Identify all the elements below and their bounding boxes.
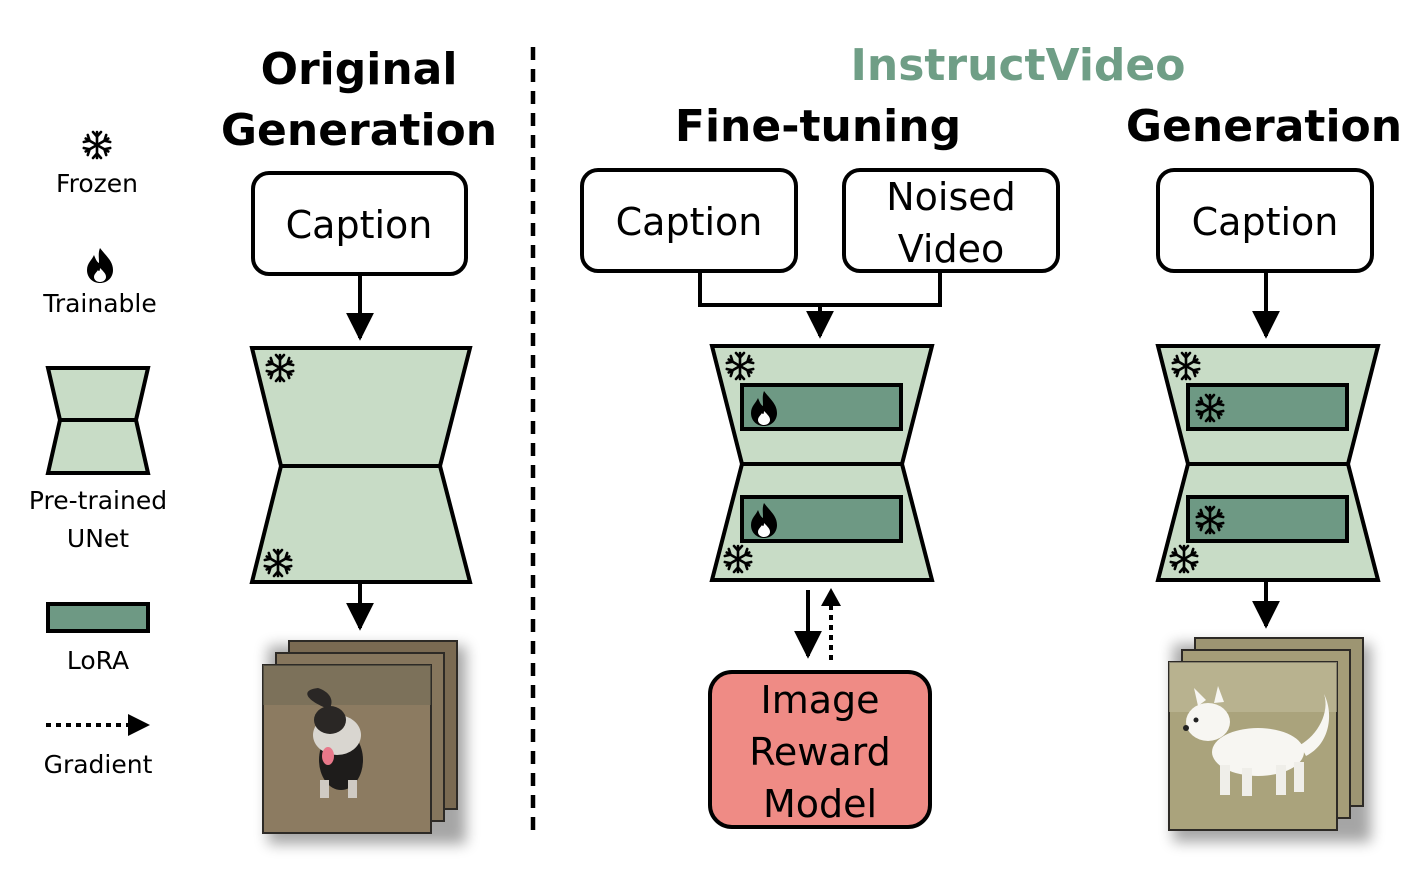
legend-gradient-label: Gradient [44,750,153,779]
noised-video-label-line1: Noised [886,175,1016,219]
instructvideo-title: InstructVideo [851,40,1186,91]
original-generation-column: Original Generation Caption [221,44,497,844]
finetuning-title: Fine-tuning [675,101,961,152]
finetuning-caption-box [580,168,798,273]
inputs-merge-connector [698,273,942,307]
original-video-frames [262,640,466,844]
original-caption-box [251,171,468,276]
original-unet-bottom [249,464,473,584]
noised-video-label-line2: Video [898,227,1004,271]
legend: Frozen Trainable Pre-trained UNet LoRA G… [29,130,167,779]
original-title-line2: Generation [221,105,497,156]
legend-lora-shape [46,602,150,633]
legend-lora-label: LoRA [67,646,129,675]
frozen-legend-snowflake-icon [82,130,112,160]
original-title-line1: Original [261,44,458,95]
reward-label-line2: Reward [749,730,891,774]
legend-unet-label-line1: Pre-trained [29,486,167,515]
legend-gradient-arrowhead [128,714,150,736]
gradient-arrowhead [821,588,841,606]
original-dog-image [307,688,363,798]
finetuning-column: Fine-tuning Caption Noised Video Image R… [580,101,1060,829]
legend-frozen-label: Frozen [56,169,138,198]
generation-caption-label: Caption [1192,200,1339,244]
trainable-legend-flame-icon [87,248,113,283]
legend-unet-top-shape [45,366,151,422]
finetuning-caption-label: Caption [616,200,763,244]
legend-unet-bottom-shape [45,418,151,475]
generated-white-dog-image [1183,686,1330,796]
reward-label-line1: Image [760,678,879,722]
generation-title: Generation [1126,101,1402,152]
generation-caption-box [1156,168,1374,273]
legend-unet-label-line2: UNet [67,524,129,553]
generated-video-frames [1168,637,1371,842]
generation-column: Generation Caption [1126,101,1402,842]
reward-label-line3: Model [763,782,877,826]
noised-video-box [842,168,1060,273]
image-reward-model-box [708,670,932,829]
original-caption-label: Caption [286,203,433,247]
legend-trainable-label: Trainable [42,289,157,318]
